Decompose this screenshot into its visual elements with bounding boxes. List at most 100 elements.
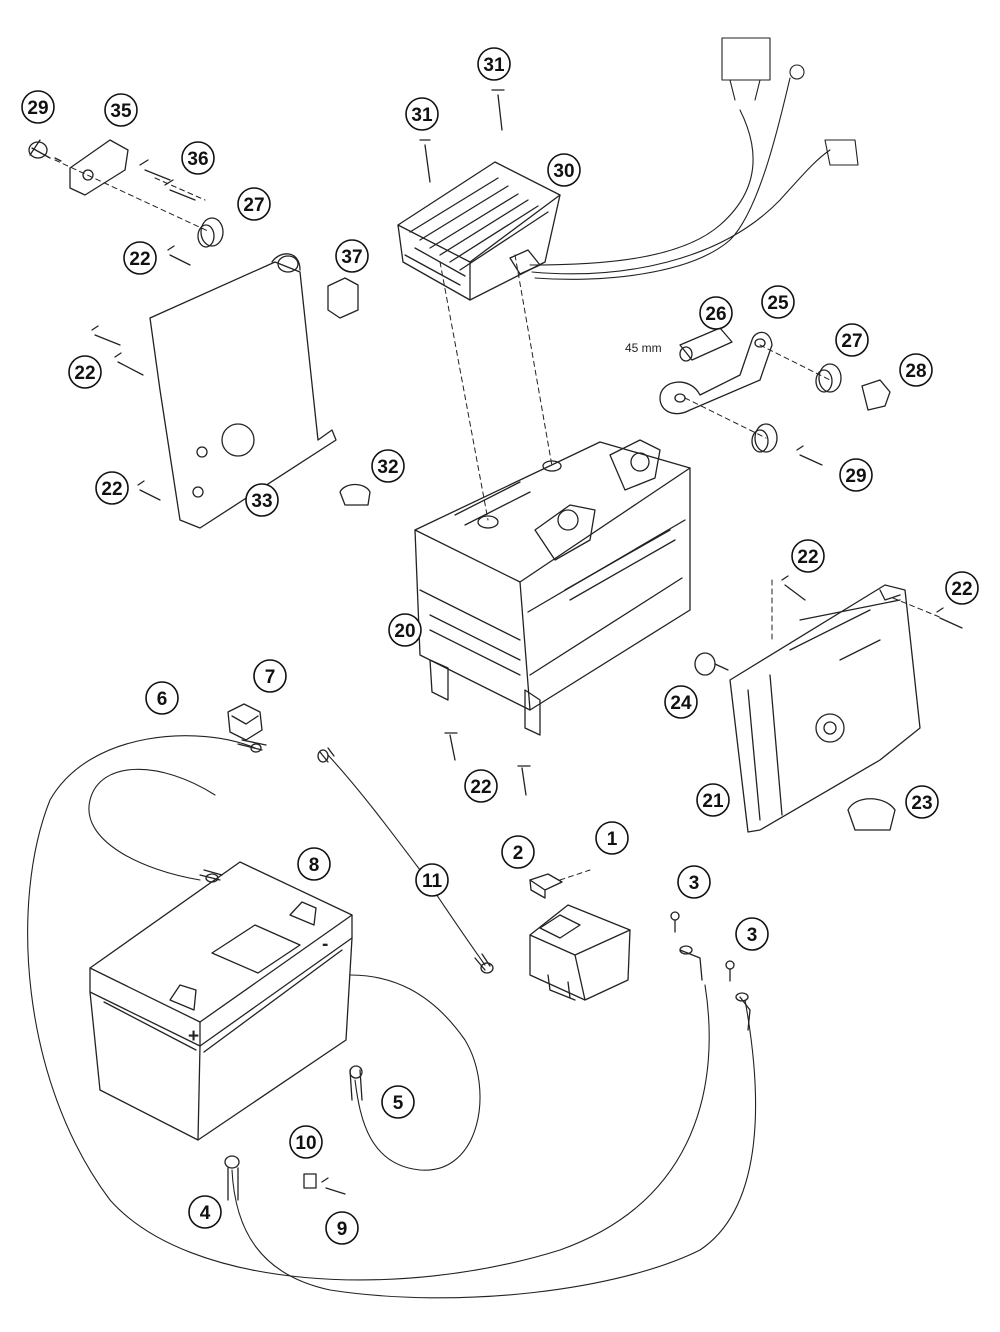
callout-37: 37 <box>335 239 369 273</box>
battery-minus-sign: - <box>322 934 328 955</box>
callout-22: 22 <box>945 571 979 605</box>
battery-holder <box>729 584 921 833</box>
callout-21: 21 <box>696 783 730 817</box>
callout-number: 22 <box>951 579 972 600</box>
callout-29: 29 <box>21 90 55 124</box>
terminal-6 <box>237 739 267 753</box>
battery-top <box>89 861 353 1023</box>
callout-number: 29 <box>27 98 48 119</box>
callout-circle <box>325 1211 359 1245</box>
callout-20: 20 <box>388 613 422 647</box>
callout-33: 33 <box>245 483 279 517</box>
callout-3: 3 <box>735 917 769 951</box>
callout-circle <box>181 141 215 175</box>
callout-number: 8 <box>309 855 320 876</box>
callout-number: 5 <box>393 1093 404 1114</box>
callout-number: 28 <box>905 361 926 382</box>
callout-circle <box>145 681 179 715</box>
callout-31: 31 <box>405 97 439 131</box>
callout-number: 33 <box>251 491 272 512</box>
callout-circle <box>335 239 369 273</box>
callout-number: 36 <box>187 149 208 170</box>
grommets <box>197 217 842 676</box>
callout-circle <box>371 449 405 483</box>
callout-circle <box>899 353 933 387</box>
callout-11: 11 <box>415 863 449 897</box>
callout-7: 7 <box>253 659 287 693</box>
callout-number: 9 <box>337 1219 348 1240</box>
callout-10: 10 <box>289 1125 323 1159</box>
callout-number: 29 <box>845 466 866 487</box>
callout-circle <box>696 783 730 817</box>
callout-number: 11 <box>422 871 443 892</box>
callout-circle <box>381 1085 415 1119</box>
callout-number: 31 <box>411 105 433 126</box>
callout-6: 6 <box>145 681 179 715</box>
terminal-3a <box>679 949 703 981</box>
callout-5: 5 <box>381 1085 415 1119</box>
terminal-11-bottom <box>474 953 491 971</box>
callout-number: 26 <box>705 304 726 325</box>
callout-number: 4 <box>200 1203 211 1224</box>
callout-number: 22 <box>101 479 122 500</box>
callout-circle <box>188 1195 222 1229</box>
callout-circle <box>289 1125 323 1159</box>
callout-circle <box>95 471 129 505</box>
callout-27: 27 <box>835 323 869 357</box>
terminal-4 <box>227 1167 239 1201</box>
callout-circle <box>501 835 535 869</box>
assembly-lines <box>54 159 943 881</box>
callout-number: 10 <box>295 1133 316 1154</box>
callout-35: 35 <box>104 93 138 127</box>
regulator-rectifier <box>397 161 561 301</box>
cable-4 <box>231 999 757 1299</box>
callout-number: 20 <box>394 621 415 642</box>
callout-circle <box>104 93 138 127</box>
callout-number: 6 <box>157 689 168 710</box>
callout-8: 8 <box>297 847 331 881</box>
callout-28: 28 <box>899 353 933 387</box>
callout-32: 32 <box>371 449 405 483</box>
callout-31: 31 <box>477 47 511 81</box>
callout-circle <box>839 458 873 492</box>
callout-circle <box>388 613 422 647</box>
callout-number: 3 <box>747 925 758 946</box>
battery-cables <box>27 735 757 1299</box>
callout-circle <box>905 785 939 819</box>
callout-22: 22 <box>95 471 129 505</box>
callout-circle <box>761 285 795 319</box>
callout-number: 22 <box>129 249 150 270</box>
callout-circle <box>297 847 331 881</box>
cable-6-inner <box>88 768 216 881</box>
callout-number: 30 <box>553 161 574 182</box>
protective-cap <box>227 703 263 741</box>
bracket-35 <box>69 139 129 196</box>
callout-circle <box>477 47 511 81</box>
callout-26: 26 <box>699 296 733 330</box>
callout-27: 27 <box>237 187 271 221</box>
cable-6 <box>27 735 710 1281</box>
clips <box>327 277 896 831</box>
battery-box <box>414 439 691 736</box>
callout-number: 3 <box>689 873 700 894</box>
callout-circle <box>677 865 711 899</box>
starter-relay <box>529 904 631 1001</box>
callout-number: 23 <box>911 793 932 814</box>
callout-9: 9 <box>325 1211 359 1245</box>
callout-29: 29 <box>839 458 873 492</box>
battery-plus-sign: + <box>188 1026 199 1047</box>
callout-circle <box>405 97 439 131</box>
callout-circle <box>253 659 287 693</box>
cable-5 <box>349 974 481 1171</box>
callout-circle <box>464 769 498 803</box>
spacer-26 <box>679 327 733 362</box>
callout-circle <box>699 296 733 330</box>
callout-circle <box>237 187 271 221</box>
callout-number: 32 <box>377 457 398 478</box>
callout-22: 22 <box>123 241 157 275</box>
callout-circle <box>735 917 769 951</box>
callout-2: 2 <box>501 835 535 869</box>
battery <box>89 861 353 1141</box>
callout-number: 22 <box>470 777 491 798</box>
